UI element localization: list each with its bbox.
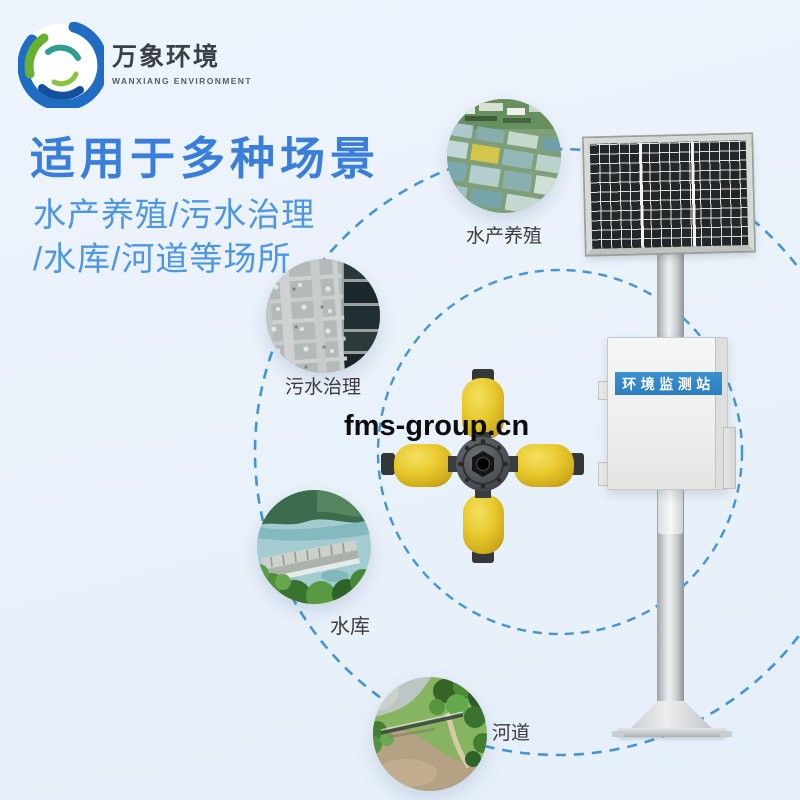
water-quality-buoy-icon bbox=[381, 369, 584, 563]
globe-swirl-logo-icon bbox=[18, 22, 104, 108]
brand-text: 万象环境 WANXIANG ENVIRONMENT bbox=[112, 42, 252, 87]
aquaculture-photo bbox=[447, 99, 561, 213]
enclosure-bracket bbox=[723, 427, 736, 489]
hero-subtitle-line2: /水库/河道等场所 bbox=[33, 240, 292, 277]
river-channel-photo bbox=[373, 677, 487, 791]
scenario-label-sewage: 污水治理 bbox=[284, 377, 361, 398]
brand-name: 万象环境 bbox=[112, 42, 221, 71]
scenario-circle-reservoir bbox=[257, 490, 371, 604]
solar-panel bbox=[583, 133, 755, 256]
hero-subtitle: 水产养殖/污水治理 /水库/河道等场所 bbox=[33, 193, 315, 281]
station-pole-sleeve bbox=[658, 488, 683, 534]
scenario-circle-river bbox=[373, 677, 487, 791]
brand-logo: 万象环境 WANXIANG ENVIRONMENT bbox=[18, 22, 252, 108]
watermark-text: fms-group.cn bbox=[344, 410, 530, 442]
station-enclosure: 环境监测站 bbox=[607, 337, 728, 490]
hero-subtitle-line1: 水产养殖/污水治理 bbox=[33, 196, 316, 233]
scenario-circle-aquaculture bbox=[447, 99, 561, 213]
scenario-label-river: 河道 bbox=[492, 723, 531, 744]
scenario-label-reservoir: 水库 bbox=[330, 616, 370, 638]
base-foot-left bbox=[612, 731, 624, 737]
station-banner: 环境监测站 bbox=[615, 372, 722, 395]
brand-name-en: WANXIANG ENVIRONMENT bbox=[112, 76, 252, 87]
base-foot-right bbox=[720, 731, 732, 737]
station-base-plate bbox=[618, 728, 726, 737]
scenario-label-aquaculture: 水产养殖 bbox=[465, 226, 542, 247]
reservoir-dam-photo bbox=[257, 490, 371, 604]
page-title: 适用于多种场景 bbox=[30, 133, 381, 184]
